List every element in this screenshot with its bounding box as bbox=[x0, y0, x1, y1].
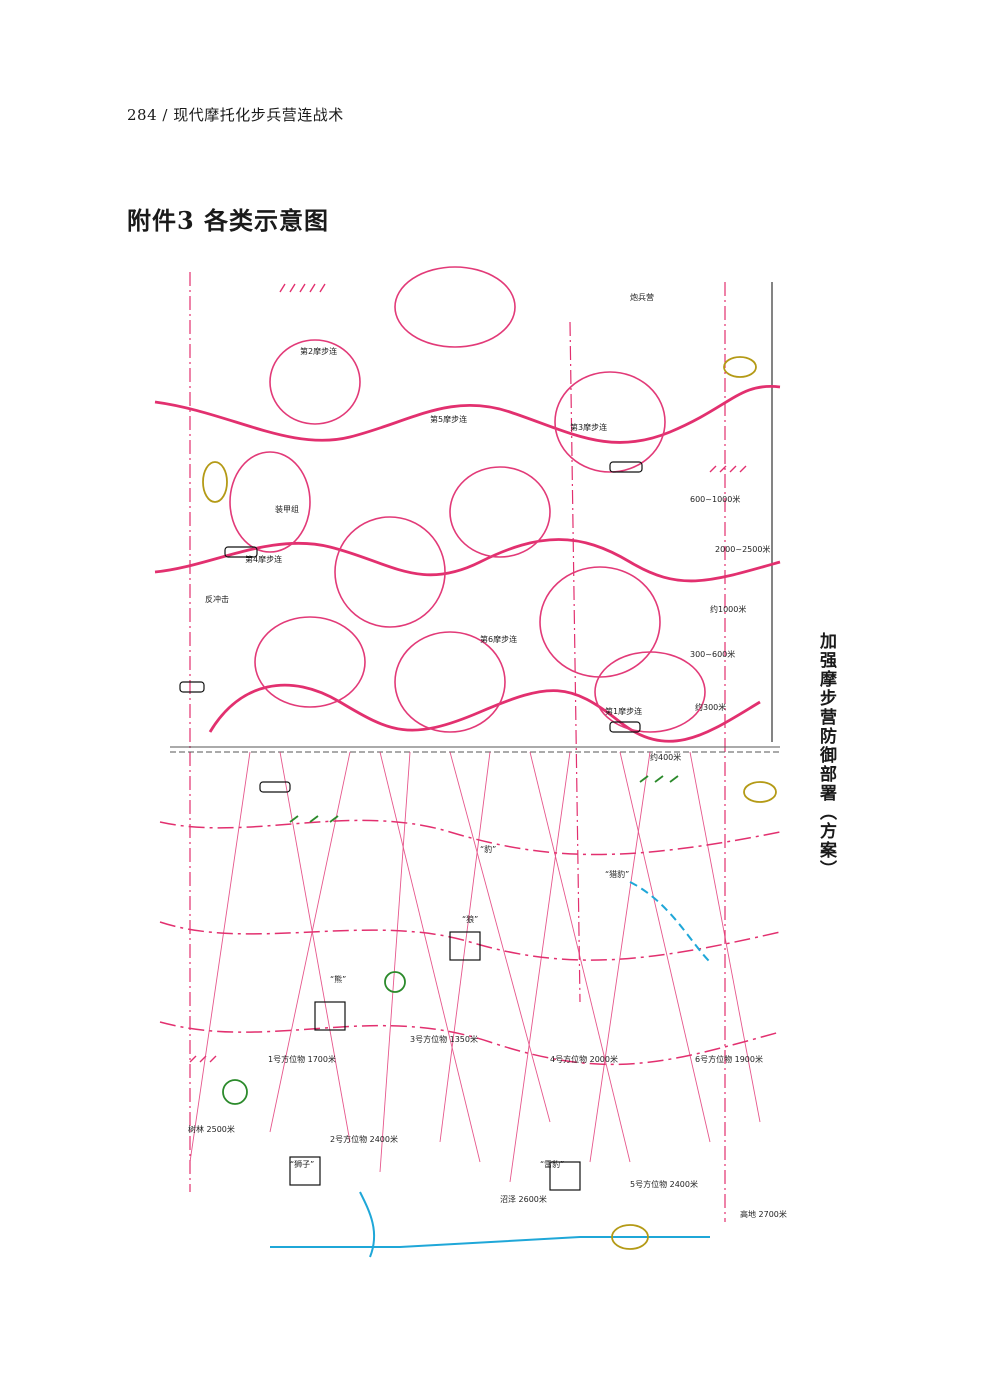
label-distance-3: 300~600米 bbox=[690, 649, 735, 659]
label-distance-5: 约300米 bbox=[695, 702, 726, 712]
running-head: 284 / 现代摩托化步兵营连战术 bbox=[127, 106, 344, 124]
label-armored-group: 装甲组 bbox=[275, 504, 299, 514]
label-name-6: “猎豹” bbox=[605, 869, 629, 879]
label-landmark-5: 5号方位物 2400米 bbox=[630, 1179, 698, 1189]
company-positions bbox=[229, 266, 706, 733]
label-distance-2: 2000~2500米 bbox=[715, 544, 770, 554]
unit-symbols bbox=[179, 461, 643, 1191]
label-landmark-1: 1号方位物 1700米 bbox=[268, 1054, 336, 1064]
label-distance-1: 600~1000米 bbox=[690, 494, 740, 504]
label-landmark-4: 4号方位物 2000米 bbox=[550, 1054, 618, 1064]
forward-edge bbox=[170, 282, 780, 753]
label-distance-4: 约1000米 bbox=[710, 604, 746, 614]
green-marks bbox=[222, 775, 679, 1105]
label-counterattack: 反冲击 bbox=[205, 594, 229, 604]
label-woods: 树林 2500米 bbox=[188, 1124, 235, 1134]
label-name-1: “狮子” bbox=[290, 1160, 314, 1169]
terrain-features bbox=[202, 356, 777, 1250]
label-name-2: “雷豹” bbox=[540, 1159, 564, 1169]
label-name-4: “熊” bbox=[330, 974, 346, 984]
barrier-lines bbox=[159, 819, 781, 1066]
label-name-3: “狼” bbox=[462, 914, 478, 924]
blue-line bbox=[270, 881, 711, 1258]
side-caption: 加强摩步营防御部署（方案） bbox=[816, 632, 836, 879]
fire-sectors bbox=[189, 751, 761, 1183]
label-landmark-3: 3号方位物 1350米 bbox=[410, 1034, 478, 1044]
appendix-title: 附件3 各类示意图 bbox=[127, 206, 330, 235]
label-swamp: 沼泽 2600米 bbox=[500, 1194, 547, 1204]
label-company-1: 第1摩步连 bbox=[605, 706, 642, 716]
label-artillery: 炮兵营 bbox=[630, 292, 654, 302]
label-landmark-2: 2号方位物 2400米 bbox=[330, 1134, 398, 1144]
boundary-lines bbox=[189, 272, 726, 1222]
label-distance-6: 约400米 bbox=[650, 752, 681, 762]
map-labels: 第2摩步连 第5摩步连 第3摩步连 第4摩步连 第6摩步连 第1摩步连 装甲组 … bbox=[188, 292, 787, 1219]
defense-lines bbox=[154, 384, 781, 743]
defense-deployment-map: 第2摩步连 第5摩步连 第3摩步连 第4摩步连 第6摩步连 第1摩步连 装甲组 … bbox=[150, 262, 790, 1262]
label-company-5: 第5摩步连 bbox=[430, 414, 467, 424]
label-company-6: 第6摩步连 bbox=[480, 634, 517, 644]
label-company-2: 第2摩步连 bbox=[300, 346, 337, 356]
label-landmark-6: 6号方位物 1900米 bbox=[695, 1054, 763, 1064]
trench-marks bbox=[189, 283, 747, 1063]
label-company-4: 第4摩步连 bbox=[245, 554, 282, 564]
label-name-5: “豹” bbox=[480, 844, 496, 854]
label-company-3: 第3摩步连 bbox=[570, 422, 607, 432]
label-height: 高地 2700米 bbox=[740, 1209, 787, 1219]
